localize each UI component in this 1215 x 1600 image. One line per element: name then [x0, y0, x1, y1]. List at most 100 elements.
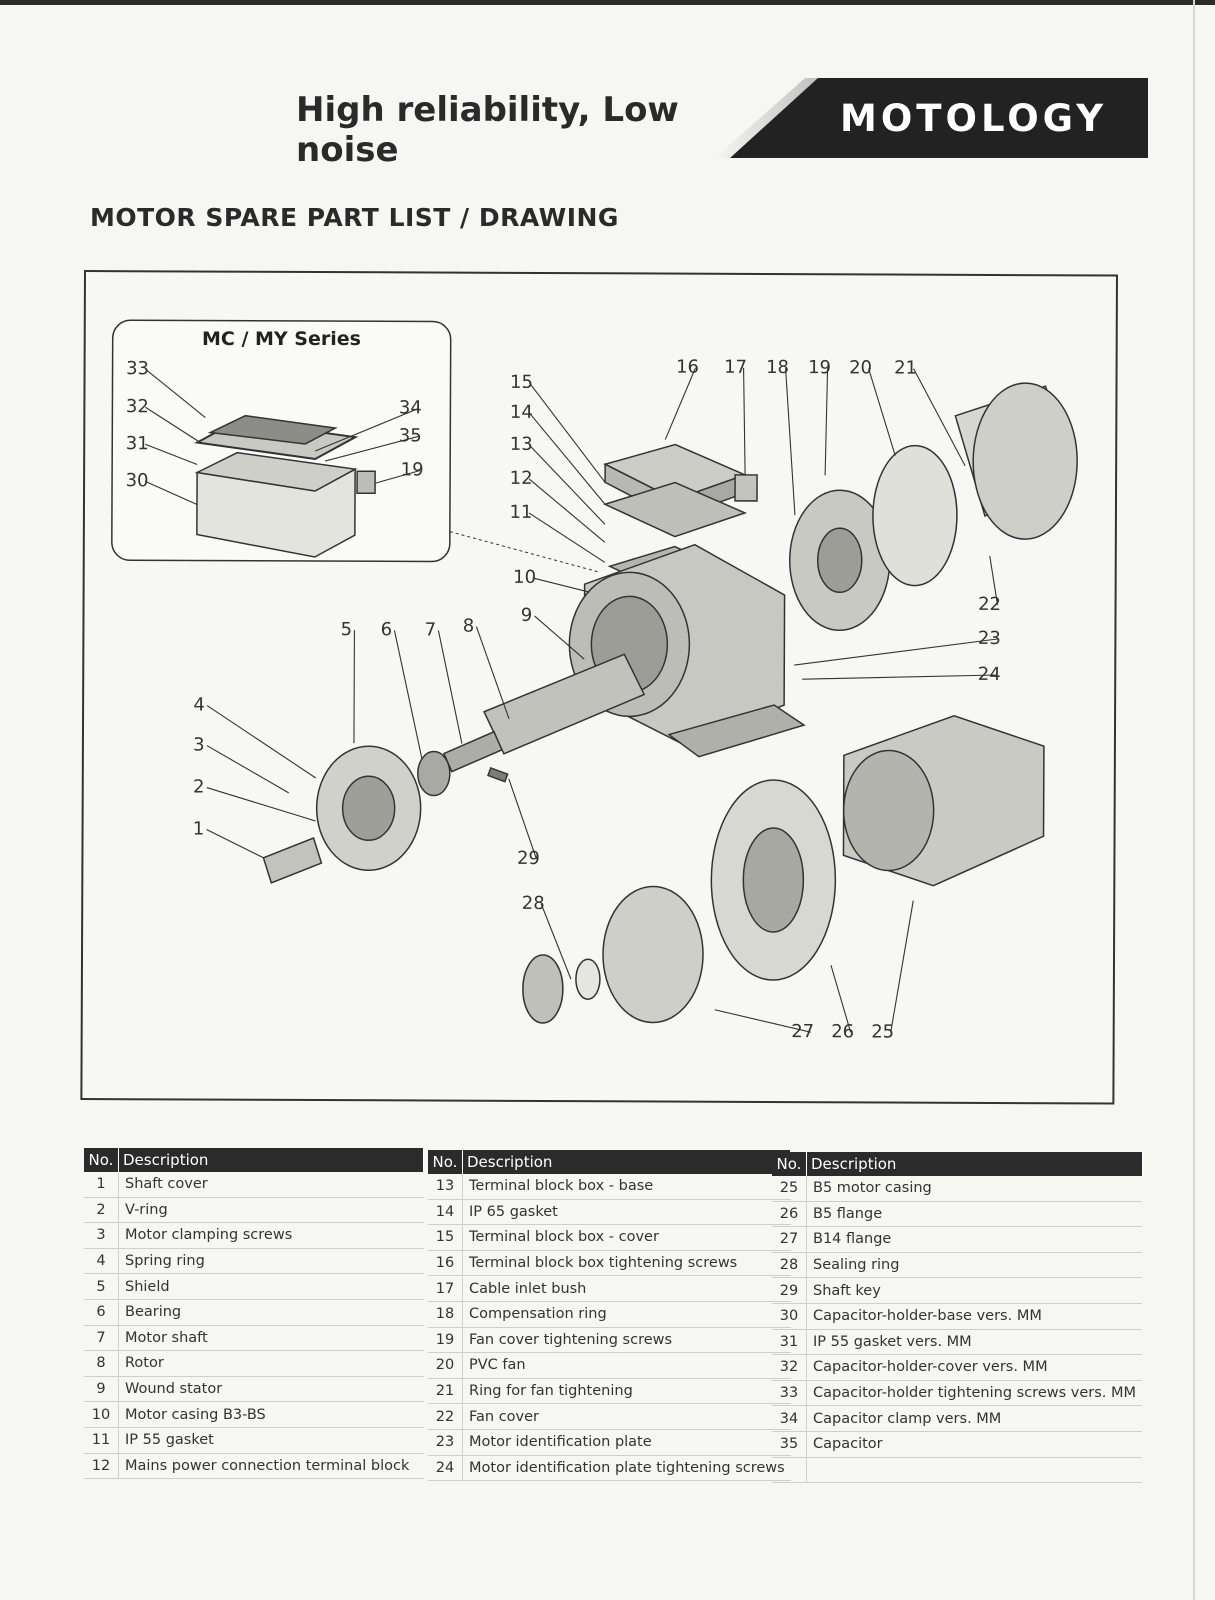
- part-description: B5 flange: [806, 1201, 1143, 1228]
- part-description: Motor casing B3-BS: [118, 1401, 424, 1428]
- top-rule: [0, 0, 1215, 5]
- callout-number-9: 9: [521, 605, 533, 626]
- callout-leader: [802, 674, 998, 680]
- rotor-art: [442, 653, 646, 783]
- callout-number-18: 18: [766, 357, 789, 378]
- part-number: 11: [84, 1427, 119, 1454]
- part-number: 26: [772, 1201, 807, 1228]
- callout-number-30: 30: [126, 470, 149, 491]
- part-number: 33: [772, 1380, 807, 1407]
- callout-leader: [913, 368, 966, 467]
- callout-number-26: 26: [831, 1021, 854, 1042]
- callout-leader: [868, 368, 896, 456]
- part-description: Bearing: [118, 1299, 424, 1326]
- callout-leader: [145, 443, 198, 466]
- callout-leader: [528, 444, 606, 525]
- callout-number-22: 22: [978, 594, 1001, 615]
- part-description: IP 55 gasket vers. MM: [806, 1329, 1143, 1356]
- callout-number-11: 11: [509, 502, 532, 523]
- part-number: 20: [428, 1352, 463, 1379]
- callout-lines: [144, 367, 999, 1033]
- part-number: 9: [84, 1376, 119, 1403]
- callout-leader: [989, 555, 999, 606]
- callout-leader: [540, 903, 572, 980]
- part-description: Motor clamping screws: [118, 1222, 424, 1249]
- part-description: B14 flange: [806, 1226, 1143, 1253]
- callout-leader: [824, 368, 829, 476]
- col-header-description: Description: [118, 1148, 424, 1172]
- part-number: 31: [772, 1329, 807, 1356]
- part-description: Capacitor-holder tightening screws vers.…: [806, 1380, 1143, 1407]
- callout-number-19: 19: [808, 357, 831, 378]
- part-number: 12: [84, 1453, 119, 1480]
- page-title: MOTOR SPARE PART LIST / DRAWING: [90, 203, 619, 232]
- part-description: Motor identification plate tightening sc…: [462, 1455, 791, 1482]
- part-number: 2: [84, 1197, 119, 1224]
- callout-leader: [206, 705, 317, 779]
- part-description: Spring ring: [118, 1248, 424, 1275]
- col-header-no: No.: [772, 1152, 807, 1176]
- part-description: Capacitor-holder-base vers. MM: [806, 1303, 1143, 1330]
- page-edge: [1193, 0, 1195, 1600]
- callout-number-25: 25: [871, 1021, 894, 1042]
- callout-number-12: 12: [510, 468, 533, 489]
- callout-number-21: 21: [894, 358, 917, 379]
- table-row: [772, 1457, 1143, 1484]
- part-number: 30: [772, 1303, 807, 1330]
- callout-number-20: 20: [849, 357, 872, 378]
- callout-leader: [437, 630, 463, 744]
- part-description: Capacitor: [806, 1431, 1143, 1458]
- part-number: 32: [772, 1354, 807, 1381]
- callout-number-15: 15: [510, 372, 533, 393]
- part-number: 19: [428, 1327, 463, 1354]
- callout-number-14: 14: [510, 402, 533, 423]
- callout-number-31: 31: [126, 433, 149, 454]
- part-number: 22: [428, 1403, 463, 1430]
- part-number: 23: [428, 1429, 463, 1456]
- callout-leader: [145, 406, 201, 443]
- callout-number-2: 2: [193, 776, 205, 797]
- callout-number-6: 6: [381, 619, 393, 640]
- part-number: 24: [428, 1455, 463, 1482]
- callout-leader: [325, 435, 419, 462]
- callout-number-24: 24: [978, 664, 1001, 685]
- callout-leader: [393, 630, 423, 759]
- inset-connector: [449, 531, 600, 573]
- part-description: B5 motor casing: [806, 1176, 1143, 1202]
- tagline: High reliability, Low noise: [296, 90, 679, 170]
- callout-number-19: 19: [401, 459, 424, 480]
- part-description: Wound stator: [118, 1376, 424, 1403]
- callout-leader: [508, 778, 537, 860]
- part-number: 7: [84, 1325, 119, 1352]
- callout-number-35: 35: [399, 425, 422, 446]
- part-description: Motor shaft: [118, 1325, 424, 1352]
- part-description: Capacitor-holder-cover vers. MM: [806, 1354, 1143, 1381]
- part-number: 35: [772, 1431, 807, 1458]
- part-description: IP 55 gasket: [118, 1427, 424, 1454]
- callout-leader: [714, 1009, 811, 1033]
- capacitor-box-art: [194, 414, 376, 558]
- callout-leader: [374, 469, 421, 484]
- shield-art: [262, 745, 451, 884]
- callout-leader: [145, 368, 206, 418]
- part-description: Cable inlet bush: [462, 1275, 791, 1302]
